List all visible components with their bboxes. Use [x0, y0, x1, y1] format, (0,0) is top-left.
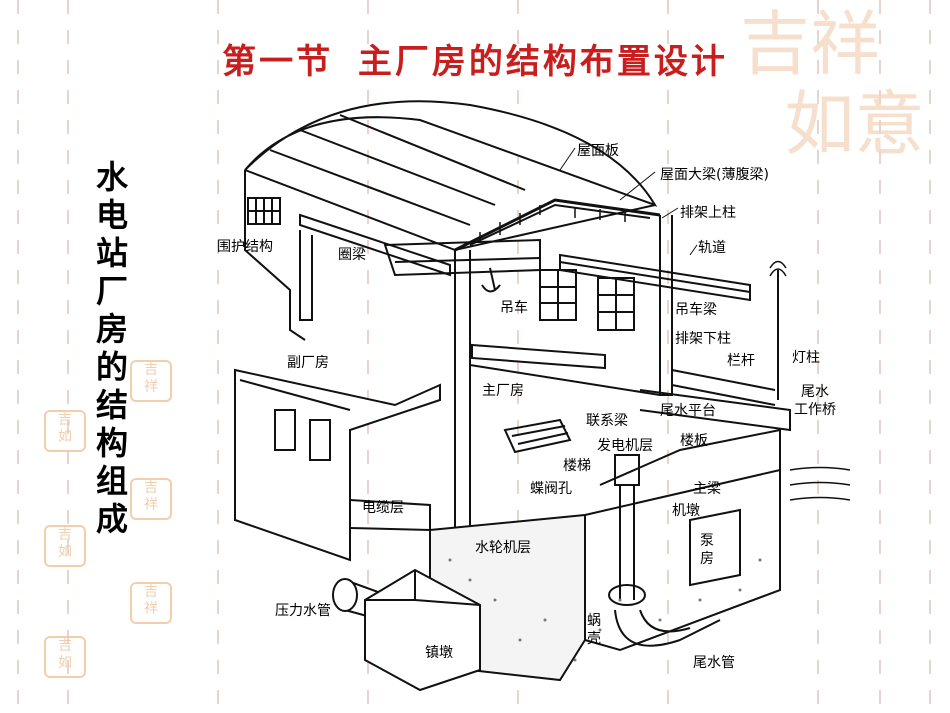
- decor-seal: 吉祥: [130, 582, 172, 624]
- generator-unit: [608, 454, 646, 606]
- decor-seal: 吉如: [44, 636, 86, 678]
- label-pump-room: 泵 房: [700, 533, 714, 567]
- label-ring-beam: 圈梁: [338, 247, 366, 263]
- label-pier: 机墩: [672, 503, 700, 519]
- roof-shell: [244, 100, 658, 207]
- label-floor-slab: 楼板: [680, 433, 708, 449]
- label-upper-column: 排架上柱: [680, 205, 736, 221]
- corner-watermark-seal: 吉祥 如意: [740, 3, 925, 165]
- label-aux-building: 副厂房: [287, 355, 329, 371]
- draft-tube: [614, 609, 721, 647]
- label-cable-floor: 电缆层: [362, 500, 404, 516]
- label-butterfly-valve: 蝶阀孔: [530, 481, 572, 497]
- label-tailwater-platform: 尾水平台: [660, 403, 716, 419]
- label-draft-tube: 尾水管: [693, 655, 735, 671]
- label-railing: 栏杆: [727, 353, 755, 369]
- label-generator-floor: 发电机层: [597, 438, 653, 454]
- label-anchor-block: 镇墩: [425, 645, 453, 661]
- decor-seal: 吉如: [44, 410, 86, 452]
- label-roof-panel: 屋面板: [577, 143, 619, 159]
- decor-seal: 吉祥: [130, 360, 172, 402]
- label-light-pole: 灯柱: [792, 350, 820, 366]
- label-roof-beam: 屋面大梁(薄腹梁): [660, 167, 769, 183]
- label-turbine-floor: 水轮机层: [475, 540, 531, 556]
- label-main-beam: 主梁: [693, 481, 721, 497]
- label-enclosure: 围护结构: [217, 239, 273, 255]
- aux-building: [234, 368, 441, 562]
- label-main-building: 主厂房: [482, 383, 524, 399]
- ring-beam: [299, 213, 451, 277]
- page-title: 第一节 主厂房的结构布置设计: [222, 42, 728, 82]
- side-title: 水电站厂房的结构组成: [91, 160, 129, 540]
- label-tie-beam: 联系梁: [586, 413, 628, 429]
- enclosure-wall: [244, 170, 306, 341]
- tailwater-platform: [639, 389, 791, 432]
- label-lower-column: 排架下柱: [675, 331, 731, 347]
- stairs: [503, 418, 572, 454]
- label-crane: 吊车: [500, 300, 528, 316]
- cable-floor: [349, 499, 431, 532]
- label-stairs: 楼梯: [563, 458, 591, 474]
- label-spiral-case: 蜗 壳: [587, 613, 601, 647]
- back-windows: [539, 269, 635, 331]
- label-track: 轨道: [698, 240, 726, 256]
- roof-beam: [454, 198, 661, 252]
- decor-seal: 吉祥: [130, 478, 172, 520]
- main-column: [454, 250, 471, 546]
- railing: [671, 369, 776, 406]
- crane-track: [559, 253, 751, 302]
- label-penstock: 压力水管: [275, 603, 331, 619]
- decor-seal: 吉如: [44, 525, 86, 567]
- label-tailwater-bridge: 尾水 工作桥: [794, 384, 836, 418]
- pump-room: [689, 508, 741, 587]
- label-crane-beam: 吊车梁: [675, 302, 717, 318]
- tie-beam: [471, 343, 606, 370]
- powerhouse-structure-diagram: [234, 100, 851, 692]
